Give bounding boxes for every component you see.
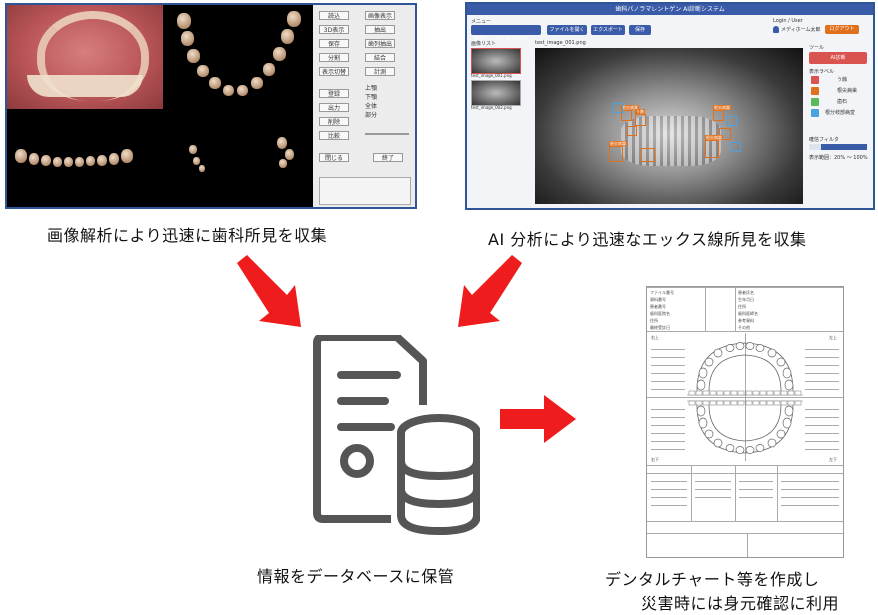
- form-field-label: 歯科医院名: [650, 311, 670, 316]
- quadrant-label: 右下: [651, 457, 659, 462]
- panoramic-xray: 根尖病巣 う蝕 根尖病巣 根尖病巣 根尖病巣: [535, 48, 803, 204]
- app-title-bar: 歯科パノラマレントゲン AI診断システム: [467, 4, 873, 15]
- dropdown-value: 歯科パノラマ (6-Class): [474, 36, 528, 42]
- control-button[interactable]: 削除: [319, 117, 349, 126]
- slider-track[interactable]: [365, 133, 409, 135]
- open-file-button[interactable]: ファイルを開く: [547, 25, 587, 35]
- dental-chart-caption-line1: デンタルチャート等を作成し: [605, 570, 820, 589]
- form-field-label: ファイル番号: [650, 290, 674, 295]
- save-button[interactable]: 保存: [629, 25, 651, 35]
- arrow-to-dental-chart: [500, 395, 576, 443]
- form-field-label: その他: [738, 325, 750, 330]
- login-label: Login / User: [773, 18, 803, 24]
- radio-option[interactable]: 部分: [365, 112, 378, 119]
- label-name: 歯石: [837, 99, 848, 105]
- ai-diagnose-button[interactable]: AI診断: [809, 52, 867, 64]
- export-button[interactable]: エクスポート: [591, 25, 625, 35]
- ai-analysis-caption: AI 分析により迅速なエックス線所見を収集: [488, 230, 807, 249]
- label-checkbox[interactable]: [811, 87, 819, 95]
- radio-option[interactable]: 下顎: [365, 94, 378, 101]
- quadrant-label: 左上: [829, 335, 837, 340]
- image-analysis-caption: 画像解析により迅速に歯科所見を収集: [47, 226, 328, 245]
- thumbnail-label: test_image_002.png: [471, 105, 512, 110]
- tools-header: ツール: [809, 45, 825, 51]
- radio-option[interactable]: 全体: [365, 103, 378, 110]
- radio-option[interactable]: 上顎: [365, 85, 378, 92]
- control-button[interactable]: 計測: [365, 67, 395, 76]
- confidence-header: 確信フィルタ: [809, 137, 839, 143]
- user-icon: [773, 26, 779, 33]
- control-panel: 読込 画像表示 3D表示 抽出 保存 歯列抽出 分割 結合 表示切替 計測 上顎…: [313, 5, 415, 207]
- form-field-label: 生年月日: [738, 297, 754, 302]
- form-field-label: 患者番号: [650, 304, 666, 309]
- confidence-text: 表示範囲：20% 〜 100%: [809, 155, 868, 161]
- tooth-chart-diagram: [687, 342, 803, 454]
- control-button[interactable]: 比較: [319, 131, 349, 140]
- form-field-label: 住所: [650, 318, 658, 323]
- label-name: う蝕: [837, 77, 848, 83]
- form-field-label: 参考資料: [738, 318, 754, 323]
- thumbnail-label: test_image_001.png: [471, 73, 512, 78]
- control-button[interactable]: 表示切替: [319, 67, 349, 76]
- arrow-to-database-right: [458, 255, 522, 327]
- labels-header: 表示ラベル: [809, 69, 835, 75]
- form-field-label: 住所: [738, 304, 746, 309]
- control-button[interactable]: 分割: [319, 53, 349, 62]
- dental-chart-caption-line2: 災害時には身元確認に利用: [641, 594, 840, 613]
- confidence-fill: [820, 144, 867, 150]
- form-field-label: 歯科医師名: [738, 311, 758, 316]
- label-name: 根分岐部病変: [825, 110, 856, 116]
- control-button[interactable]: 登録: [319, 89, 349, 98]
- model-dropdown[interactable]: 歯科パノラマ (6-Class): [471, 25, 541, 42]
- form-field-label: 患者氏名: [738, 290, 754, 295]
- image-list-header: 画像リスト: [471, 41, 497, 47]
- intraoral-photo: [7, 5, 163, 109]
- dental-chart-form: ファイル番号 資料番号 患者番号 歯科医院名 住所 最終受診日 患者氏名 生年月…: [646, 286, 844, 558]
- control-button[interactable]: 歯列抽出: [365, 39, 395, 48]
- label-checkbox[interactable]: [811, 98, 819, 106]
- current-filename: test_image_001.png: [535, 40, 586, 46]
- thumbnail[interactable]: [471, 80, 521, 106]
- coordinate-box: [319, 177, 411, 205]
- tooth-segmentation-view: [7, 109, 313, 207]
- control-button[interactable]: 結合: [365, 53, 395, 62]
- image-analysis-screenshot: 読込 画像表示 3D表示 抽出 保存 歯列抽出 分割 結合 表示切替 計測 上顎…: [5, 3, 417, 209]
- ai-analysis-screenshot: 歯科パノラマレントゲン AI診断システム メニュー 歯科パノラマ (6-Clas…: [465, 2, 875, 210]
- arrow-to-database-left: [237, 255, 301, 327]
- control-button[interactable]: 3D表示: [319, 25, 349, 34]
- control-button[interactable]: 画像表示: [365, 11, 395, 20]
- user-name: メディホーム太郎: [781, 27, 821, 33]
- form-field-label: 資料番号: [650, 297, 666, 302]
- confidence-slider[interactable]: [809, 144, 867, 150]
- control-button[interactable]: 保存: [319, 39, 349, 48]
- quadrant-label: 右上: [651, 335, 659, 340]
- menu-label: メニュー: [471, 19, 492, 25]
- label-name: 根尖病巣: [837, 88, 858, 94]
- form-field-label: 最終受診日: [650, 325, 670, 330]
- database-caption: 情報をデータベースに保管: [257, 567, 455, 586]
- label-checkbox[interactable]: [811, 109, 819, 117]
- control-button[interactable]: 出力: [319, 103, 349, 112]
- control-button[interactable]: 閉じる: [319, 153, 349, 162]
- thumbnail[interactable]: [471, 48, 521, 74]
- control-button[interactable]: 読込: [319, 11, 349, 20]
- database-server-icon: [313, 335, 480, 536]
- control-button[interactable]: 抽出: [365, 25, 395, 34]
- logout-button[interactable]: ログアウト: [825, 25, 859, 34]
- label-checkbox[interactable]: [811, 76, 819, 84]
- control-button[interactable]: 終了: [373, 153, 403, 162]
- quadrant-label: 左下: [829, 457, 837, 462]
- dental-arch-3d-view: [163, 5, 313, 109]
